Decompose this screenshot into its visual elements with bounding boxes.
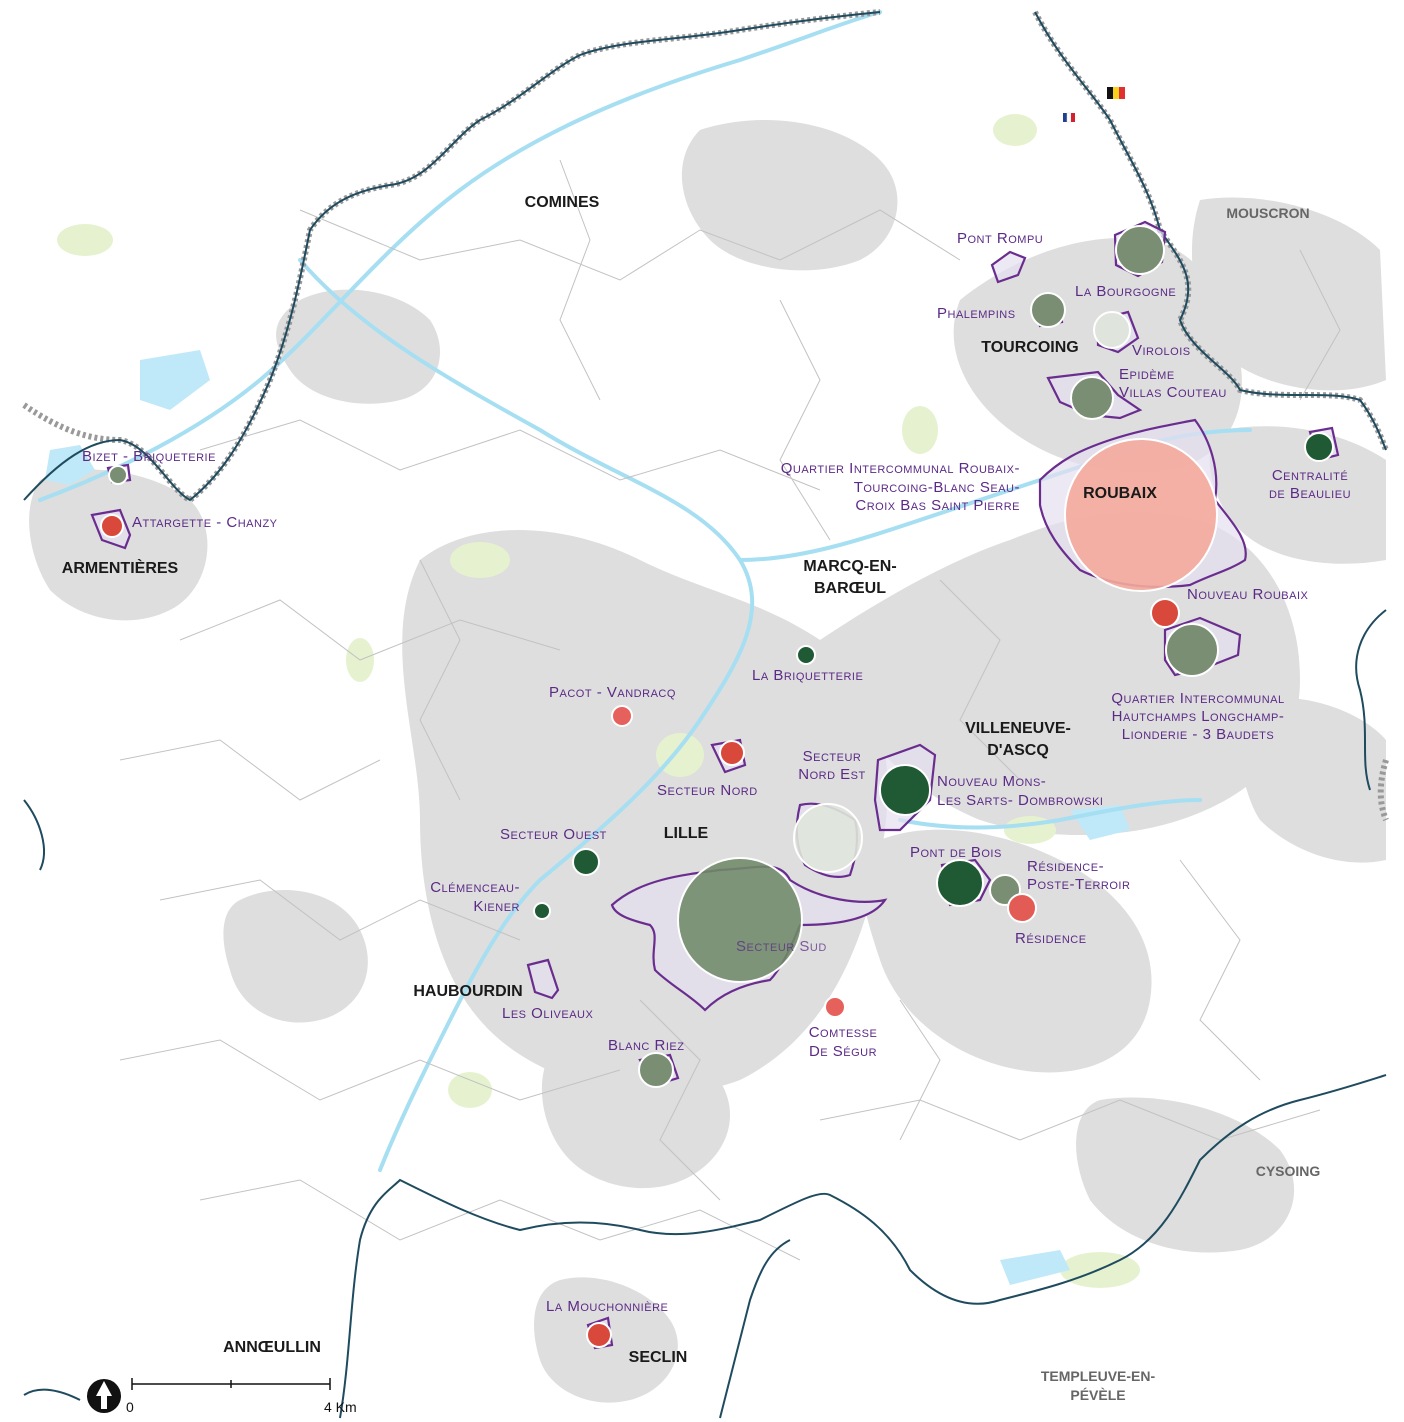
marker-bourgogne <box>1115 225 1165 275</box>
district-label: Villas Couteau <box>1119 384 1227 401</box>
district-label: Les Sarts- Dombrowski <box>937 792 1104 809</box>
marker-secteur-nord <box>719 740 745 766</box>
scale-start-label: 0 <box>126 1399 134 1415</box>
district-label: Quartier Intercommunal Roubaix- <box>781 460 1020 477</box>
district-labels: Pont Rompu La Bourgogne Phalempins Virol… <box>82 230 1351 1315</box>
city-label: TEMPLEUVE-EN- <box>1041 1368 1156 1384</box>
district-label: Centralité <box>1272 467 1348 484</box>
district-label: Résidence- <box>1027 858 1104 875</box>
district-label: Croix Bas Saint Pierre <box>855 497 1020 514</box>
district-label: Nord Est <box>798 766 866 783</box>
district-label: Secteur Ouest <box>500 826 607 843</box>
district-label: Tourcoing-Blanc Seau- <box>854 479 1020 496</box>
city-label: D'ASCQ <box>987 742 1049 759</box>
outline-pont-rompu <box>990 250 1027 284</box>
district-label: La Briquetterie <box>752 667 863 684</box>
city-label: PÉVÈLE <box>1070 1387 1125 1403</box>
marker-epideme <box>1070 376 1114 420</box>
district-label: Kiener <box>473 898 520 915</box>
city-label: COMINES <box>525 194 600 211</box>
marker-mons <box>879 764 931 816</box>
district-label: Poste-Terroir <box>1027 876 1130 893</box>
marker-centralite <box>1304 432 1334 462</box>
marker-attargette <box>100 514 124 538</box>
north-arrow-icon <box>87 1379 121 1413</box>
district-label: Phalempins <box>937 305 1016 322</box>
city-label: BARŒUL <box>814 580 886 597</box>
district-label: Quartier Intercommunal <box>1111 690 1284 707</box>
city-label: ANNŒULLIN <box>223 1339 321 1356</box>
city-label: HAUBOURDIN <box>413 983 522 1000</box>
marker-nord-est <box>793 803 863 873</box>
district-label: Epidème <box>1119 366 1175 383</box>
city-label: TOURCOING <box>981 339 1078 356</box>
district-label: La Mouchonnière <box>546 1298 668 1315</box>
outline-oliveaux <box>526 958 560 1000</box>
district-label: Comtesse <box>809 1024 878 1041</box>
district-label: Hautchamps Longchamp- <box>1112 708 1285 725</box>
marker-residence <box>1007 893 1037 923</box>
flag-france-icon <box>1063 112 1075 123</box>
district-label: de Beaulieu <box>1269 485 1351 502</box>
national-border <box>22 9 1389 1419</box>
district-markers <box>100 225 1334 1348</box>
district-label: Secteur <box>803 748 862 765</box>
commune-boundaries <box>119 159 1341 1261</box>
marker-roubaix <box>1064 438 1218 592</box>
urban-areas <box>29 120 1386 1403</box>
marker-secteur-sud <box>677 857 803 983</box>
city-label: VILLENEUVE- <box>965 720 1071 737</box>
district-label: De Ségur <box>809 1043 877 1060</box>
city-label: MARCQ-EN- <box>803 558 896 575</box>
city-label: ROUBAIX <box>1083 485 1157 502</box>
district-label: Pont Rompu <box>957 230 1043 247</box>
marker-secteur-ouest <box>572 848 600 876</box>
district-label: Blanc Riez <box>608 1037 684 1054</box>
city-label: CYSOING <box>1256 1163 1321 1179</box>
district-label: Bizet - Briqueterie <box>82 448 216 465</box>
marker-nouveau-roubaix <box>1150 598 1180 628</box>
marker-mouchonniere <box>586 1322 612 1348</box>
scale-bar: 0 4 Km <box>126 1378 357 1415</box>
marker-hautchamps <box>1165 623 1219 677</box>
city-label: ARMENTIÈRES <box>62 558 179 577</box>
water-bodies <box>45 350 1130 1285</box>
marker-phalempins <box>1030 292 1066 328</box>
district-label: Pont de Bois <box>910 844 1002 861</box>
city-labels: COMINES MOUSCRON TOURCOING ROUBAIX ARMEN… <box>62 194 1321 1403</box>
city-label: SECLIN <box>629 1349 688 1366</box>
district-label: Les Oliveaux <box>502 1005 593 1022</box>
district-label: Attargette - Chanzy <box>132 514 278 531</box>
marker-bizet <box>108 465 128 485</box>
scale-end-label: 4 Km <box>324 1399 357 1415</box>
district-label: Secteur Sud <box>736 938 827 955</box>
marker-virolois <box>1093 311 1131 349</box>
marker-clemenceau <box>533 902 551 920</box>
district-label: Clémenceau- <box>430 879 520 896</box>
district-label: Pacot - Vandracq <box>549 684 676 701</box>
marker-briquetterie <box>796 645 816 665</box>
district-label: Lionderie - 3 Baudets <box>1122 726 1274 743</box>
rivers <box>38 10 1252 1172</box>
city-label: LILLE <box>664 825 709 842</box>
city-label: MOUSCRON <box>1226 205 1309 221</box>
flag-belgium-icon <box>1107 87 1125 99</box>
marker-pacot <box>611 705 633 727</box>
district-label: Nouveau Mons- <box>937 773 1046 790</box>
marker-blanc-riez <box>638 1052 674 1088</box>
district-label: Nouveau Roubaix <box>1187 586 1309 603</box>
district-label: Virolois <box>1132 342 1191 359</box>
district-label: La Bourgogne <box>1075 283 1176 300</box>
marker-comtesse <box>824 996 846 1018</box>
district-label: Secteur Nord <box>657 782 758 799</box>
marker-pont-de-bois <box>936 859 984 907</box>
district-label: Résidence <box>1015 930 1087 947</box>
